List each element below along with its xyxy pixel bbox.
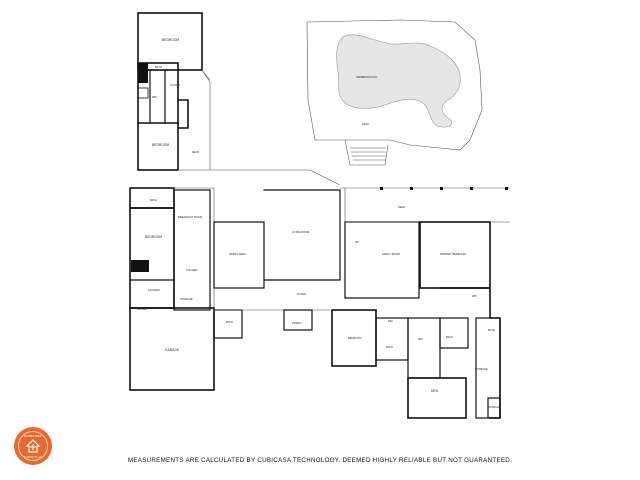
room-label: LIVING ROOM [292, 230, 309, 234]
room-label: BREAKFAST ROOM [178, 215, 202, 219]
room-label: BATH [155, 65, 162, 69]
room-label: DECK [398, 205, 405, 209]
room-label: BATH [488, 328, 495, 332]
room-label: SWIMMING POOL [356, 75, 378, 79]
room-label: GARAGE [165, 348, 179, 352]
central-block-walls [213, 187, 420, 331]
pool-deck-area [306, 19, 483, 166]
room-label: STORAGE [488, 405, 501, 409]
left-wing-walls [129, 187, 243, 391]
room-label: WIC [472, 294, 477, 298]
room-label: BATH [446, 335, 453, 339]
room-label: BEDROOM [145, 235, 162, 239]
room-label: BEDROOM [162, 38, 179, 42]
room-label: DEN [431, 389, 439, 393]
room-label: PRIMARY BEDROOM [440, 252, 466, 256]
room-labels: BEDROOM BATH WIC CLOSET BEDROOM DECK SWI… [137, 38, 501, 409]
room-label: FAMILY ROOM [382, 252, 400, 256]
house-icon [25, 439, 41, 453]
room-label: PORCH [292, 321, 301, 325]
right-wing-walls [331, 187, 510, 419]
room-label: STORAGE [180, 297, 193, 301]
room-label: BATH [150, 198, 157, 202]
swimming-pool [336, 34, 461, 128]
room-label: WC [355, 240, 359, 244]
cubicasa-logo: CUBICASA FLOOR PLAN [14, 427, 52, 465]
room-label: KITCHEN [186, 268, 198, 272]
room-label: WIC [388, 319, 393, 323]
logo-text-top: CUBICASA [23, 434, 43, 438]
measurement-disclaimer: MEASUREMENTS ARE CALCULATED BY CUBICASA … [127, 457, 513, 464]
room-label: BEDROOM [348, 336, 361, 340]
room-label: DINING AREA [229, 252, 246, 256]
room-label: WIC [152, 95, 157, 99]
room-label: FOYER [297, 292, 306, 296]
room-label: BATH [226, 320, 233, 324]
room-label: BATH [386, 345, 393, 349]
room-label: DECK [192, 150, 199, 154]
room-label: CLOSET [170, 83, 181, 87]
logo-text-bottom: FLOOR PLAN [23, 456, 43, 459]
room-label: WIC [418, 337, 423, 341]
room-label: CLOSET [137, 307, 148, 311]
room-label: LAUNDRY [148, 288, 161, 292]
room-label: STORAGE [475, 367, 488, 371]
upper-wing-walls [137, 12, 341, 186]
room-label: DECK [362, 122, 369, 126]
room-label: BEDROOM [152, 143, 169, 147]
logo-ring [18, 431, 48, 461]
